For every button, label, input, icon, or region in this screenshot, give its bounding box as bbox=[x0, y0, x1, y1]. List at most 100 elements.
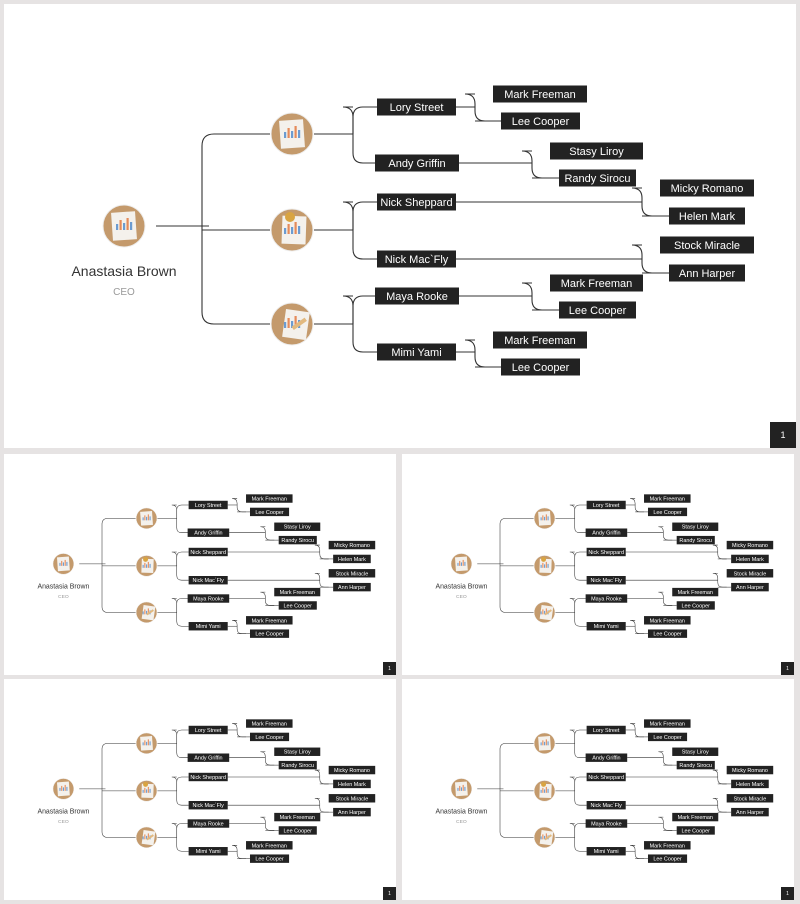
report-lee-cooper-label: Lee Cooper bbox=[653, 510, 682, 516]
manager-nick-mac-fly: Nick Mac`Fly bbox=[188, 576, 228, 585]
manager-mimi-yami-box bbox=[586, 622, 626, 631]
report-stasy-liroy-box bbox=[274, 522, 321, 531]
ceo-name: Anastasia Brown bbox=[37, 584, 89, 591]
report-randy-sirocu: Randy Sirocu bbox=[559, 169, 636, 187]
manager-nick-sheppard-box bbox=[188, 772, 228, 782]
report-randy-sirocu: Randy Sirocu bbox=[676, 535, 715, 545]
report-randy-sirocu-box bbox=[676, 760, 715, 770]
report-stasy-liroy-box bbox=[274, 747, 321, 756]
ceo-avatar bbox=[102, 204, 146, 248]
report-mark-freeman-box bbox=[274, 812, 321, 822]
page-number: 1 bbox=[781, 662, 794, 675]
report-stasy-liroy: Stasy Liroy bbox=[274, 747, 321, 756]
report-ann-harper-label: Ann Harper bbox=[338, 810, 366, 816]
report-lee-cooper-label: Lee Cooper bbox=[284, 828, 313, 834]
report-mark-freeman-label: Mark Freeman bbox=[678, 590, 713, 596]
report-stasy-liroy-label: Stasy Liroy bbox=[682, 525, 709, 531]
report-lee-cooper-label: Lee Cooper bbox=[653, 632, 682, 638]
manager-maya-rooke: Maya Rooke bbox=[585, 594, 628, 603]
ceo-title: CEO bbox=[58, 594, 69, 600]
report-mark-freeman: Mark Freeman bbox=[493, 331, 587, 349]
report-helen-mark-label: Helen Mark bbox=[736, 782, 764, 788]
ceo-avatar bbox=[52, 553, 75, 575]
manager-mimi-yami-label: Mimi Yami bbox=[594, 624, 619, 630]
report-helen-mark: Helen Mark bbox=[669, 207, 745, 225]
manager-nick-sheppard-label: Nick Sheppard bbox=[588, 775, 624, 781]
report-micky-romano-box bbox=[726, 540, 774, 550]
report-lee-cooper-box bbox=[249, 854, 290, 863]
report-helen-mark: Helen Mark bbox=[731, 779, 769, 789]
report-lee-cooper: Lee Cooper bbox=[647, 629, 688, 638]
report-mark-freeman: Mark Freeman bbox=[246, 719, 293, 728]
manager-maya-rooke-label: Maya Rooke bbox=[386, 291, 448, 303]
report-helen-mark: Helen Mark bbox=[333, 779, 371, 789]
report-helen-mark: Helen Mark bbox=[333, 554, 371, 564]
manager-maya-rooke-box bbox=[585, 594, 628, 603]
report-helen-mark: Helen Mark bbox=[731, 554, 769, 564]
report-mark-freeman: Mark Freeman bbox=[672, 812, 719, 822]
ceo-title: CEO bbox=[456, 819, 467, 825]
manager-nick-sheppard-label: Nick Sheppard bbox=[588, 550, 624, 556]
manager-nick-sheppard-label: Nick Sheppard bbox=[190, 775, 226, 781]
report-lee-cooper-box bbox=[278, 826, 317, 835]
manager-andy-griffin-box bbox=[375, 154, 459, 172]
report-mark-freeman: Mark Freeman bbox=[644, 616, 691, 625]
manager-nick-mac-fly: Nick Mac`Fly bbox=[188, 801, 228, 810]
report-mark-freeman-box bbox=[274, 587, 321, 597]
report-ann-harper-box bbox=[731, 807, 769, 817]
manager-nick-sheppard: Nick Sheppard bbox=[188, 547, 228, 557]
report-micky-romano-label: Micky Romano bbox=[334, 543, 370, 549]
report-stock-miracle-label: Stock Miracle bbox=[734, 571, 767, 577]
report-mark-freeman: Mark Freeman bbox=[493, 85, 587, 103]
ceo-title: CEO bbox=[58, 819, 69, 825]
report-stock-miracle: Stock Miracle bbox=[726, 569, 774, 578]
manager-lory-street-label: Lory Street bbox=[195, 503, 222, 509]
report-helen-mark-box bbox=[731, 779, 769, 789]
report-lee-cooper: Lee Cooper bbox=[647, 507, 688, 517]
manager-maya-rooke-box bbox=[187, 594, 230, 603]
report-helen-mark-label: Helen Mark bbox=[338, 782, 366, 788]
manager-nick-mac-fly-box bbox=[188, 801, 228, 810]
report-lee-cooper-label: Lee Cooper bbox=[255, 735, 284, 741]
report-helen-mark-label: Helen Mark bbox=[679, 211, 736, 223]
report-ann-harper: Ann Harper bbox=[731, 582, 769, 592]
report-mark-freeman-label: Mark Freeman bbox=[650, 618, 685, 624]
manager-mimi-yami-label: Mimi Yami bbox=[196, 624, 221, 630]
report-lee-cooper-label: Lee Cooper bbox=[682, 603, 711, 609]
manager-maya-rooke-label: Maya Rooke bbox=[193, 597, 224, 603]
report-stasy-liroy-label: Stasy Liroy bbox=[569, 146, 624, 158]
report-mark-freeman-label: Mark Freeman bbox=[504, 89, 576, 101]
report-helen-mark-box bbox=[669, 207, 745, 225]
report-mark-freeman-box bbox=[644, 841, 691, 850]
manager-lory-street-box bbox=[188, 500, 228, 510]
report-stock-miracle: Stock Miracle bbox=[328, 794, 376, 803]
report-lee-cooper-label: Lee Cooper bbox=[284, 603, 313, 609]
manager-nick-sheppard-label: Nick Sheppard bbox=[380, 197, 452, 209]
group-photo-desk-photo-icon bbox=[135, 507, 158, 529]
manager-mimi-yami: Mimi Yami bbox=[586, 622, 626, 631]
group-photo-desk-photo-icon bbox=[135, 732, 158, 754]
manager-mimi-yami-box bbox=[188, 847, 228, 856]
group-photo-writing-hand-photo-icon bbox=[533, 601, 556, 624]
manager-nick-sheppard: Nick Sheppard bbox=[377, 193, 456, 211]
report-lee-cooper-label: Lee Cooper bbox=[682, 828, 711, 834]
report-lee-cooper-box bbox=[501, 358, 580, 376]
report-helen-mark-label: Helen Mark bbox=[338, 557, 366, 563]
report-lee-cooper: Lee Cooper bbox=[647, 854, 688, 863]
report-stasy-liroy: Stasy Liroy bbox=[274, 522, 321, 531]
manager-mimi-yami-box bbox=[586, 847, 626, 856]
report-lee-cooper: Lee Cooper bbox=[249, 629, 290, 638]
report-micky-romano: Micky Romano bbox=[328, 765, 376, 775]
report-lee-cooper: Lee Cooper bbox=[249, 854, 290, 863]
report-lee-cooper: Lee Cooper bbox=[501, 112, 580, 130]
manager-mimi-yami: Mimi Yami bbox=[188, 622, 228, 631]
manager-nick-mac-fly: Nick Mac`Fly bbox=[586, 576, 626, 585]
report-lee-cooper-box bbox=[249, 732, 290, 742]
manager-lory-street-box bbox=[377, 98, 456, 116]
report-ann-harper: Ann Harper bbox=[731, 807, 769, 817]
ceo-name: Anastasia Brown bbox=[435, 809, 487, 816]
